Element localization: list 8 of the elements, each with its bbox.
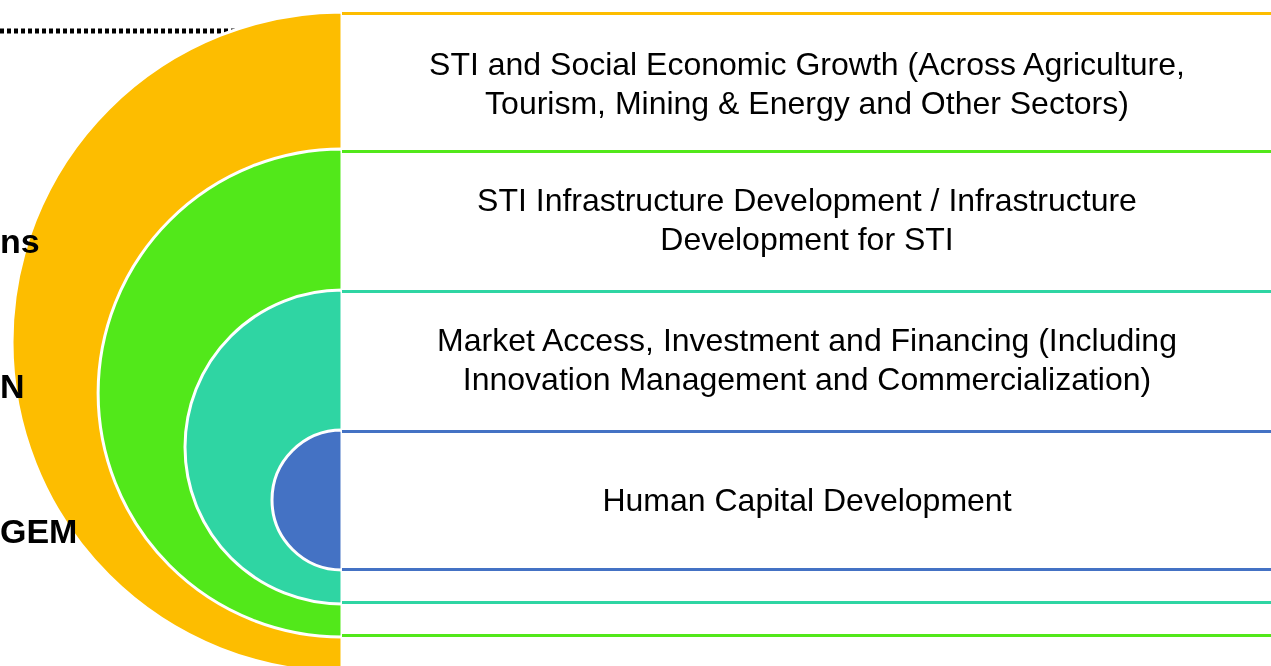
- layer-box: [342, 290, 1271, 604]
- layer-box: [342, 150, 1271, 637]
- layer-title: Human Capital Development: [602, 480, 1012, 520]
- layer-title: STI and Social Economic Growth (Across Agriculture, Tourism, Mining & Energy and Other Sectors): [428, 45, 1186, 123]
- cut-off-heading: GEM: [0, 512, 78, 551]
- layer-title: Market Access, Investment and Financing (Including Innovation Management and Commercialization): [436, 321, 1178, 399]
- layer-title: STI Infrastructure Development / Infrastructure Development for STI: [476, 181, 1138, 259]
- layer-box: [342, 430, 1271, 571]
